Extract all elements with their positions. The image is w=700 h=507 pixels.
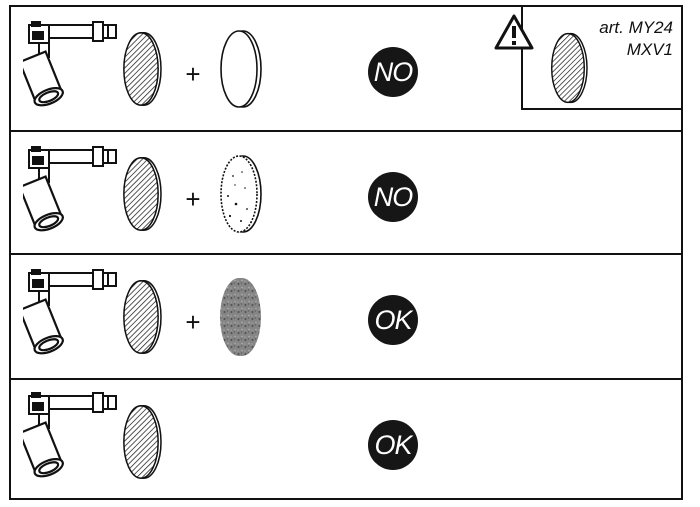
table-row: + NO: [11, 130, 681, 253]
warning-box: art. MY24 MXV1: [494, 7, 681, 110]
hatched-filter-icon: [123, 157, 162, 231]
verdict-badge: OK: [368, 295, 418, 345]
plus-sign: +: [185, 307, 201, 337]
filter-compatibility-table: + NO art. MY24 MXV1 +: [9, 5, 683, 500]
table-row: OK: [11, 378, 681, 498]
article-code: art. MY24 MXV1: [599, 17, 673, 61]
hatched-filter-icon: [550, 32, 588, 104]
table-row: + NO art. MY24 MXV1: [11, 7, 681, 130]
hatched-filter-icon: [123, 32, 162, 106]
article-code-line1: art. MY24: [599, 18, 673, 37]
article-code-line2: MXV1: [626, 40, 673, 59]
plus-sign: +: [185, 184, 201, 214]
table-row: + OK: [11, 253, 681, 378]
hatched-filter-icon: [123, 405, 162, 479]
verdict-badge: OK: [368, 420, 418, 470]
dotted-lens-icon: [220, 155, 262, 233]
textured-grey-lens-icon: [220, 278, 261, 356]
verdict-badge: NO: [368, 47, 418, 97]
hatched-filter-icon: [123, 280, 162, 354]
plus-sign: +: [185, 59, 201, 89]
track-spotlight-icon: [23, 144, 118, 235]
verdict-badge: NO: [368, 172, 418, 222]
track-spotlight-icon: [23, 390, 118, 481]
clear-lens-icon: [220, 30, 262, 108]
track-spotlight-icon: [23, 19, 118, 110]
track-spotlight-icon: [23, 267, 118, 358]
warning-triangle-icon: [494, 14, 534, 50]
